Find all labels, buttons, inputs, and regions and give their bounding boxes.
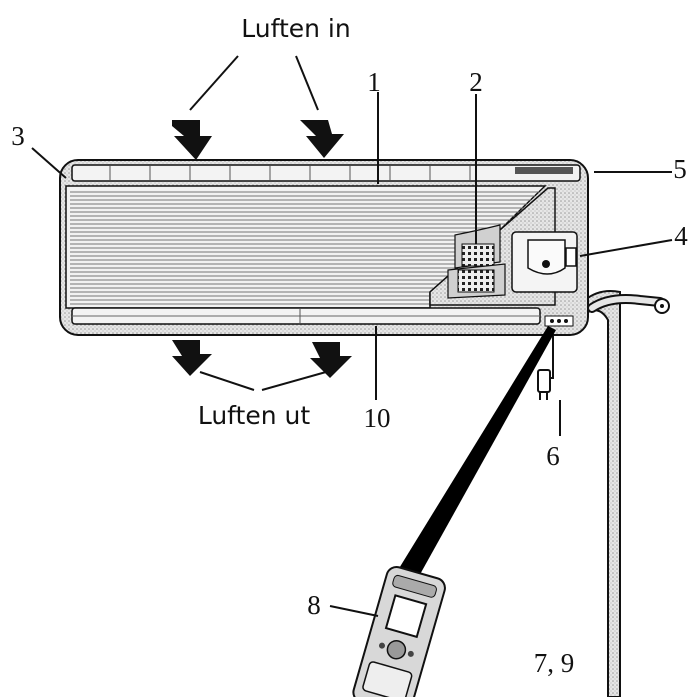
air-filter-upper (461, 243, 495, 267)
remote-signal-beam (398, 326, 556, 578)
air-inlet-grille (71, 164, 581, 182)
label-air-in: Luften in (241, 14, 350, 43)
label-5: 5 (673, 154, 687, 184)
air-in-arrows (172, 120, 344, 160)
indoor-unit (59, 159, 589, 336)
label-air-out: Luften ut (198, 401, 311, 430)
remote-control (352, 565, 446, 697)
air-out-arrows (172, 340, 352, 378)
label-3: 3 (11, 121, 25, 151)
label-8: 8 (307, 590, 321, 620)
power-cord (537, 335, 554, 400)
power-plug (537, 369, 551, 393)
remote-display (384, 594, 428, 639)
leader-lines (31, 55, 673, 617)
label-7-9: 7, 9 (534, 648, 575, 678)
control-box (527, 239, 566, 275)
remote-button-pad (386, 640, 407, 660)
air-filter-lower (457, 269, 495, 293)
label-2: 2 (469, 67, 483, 97)
label-10: 10 (364, 403, 391, 433)
label-4: 4 (674, 221, 688, 251)
drain-hose (583, 290, 670, 697)
label-1: 1 (367, 67, 381, 97)
label-6: 6 (546, 441, 560, 471)
